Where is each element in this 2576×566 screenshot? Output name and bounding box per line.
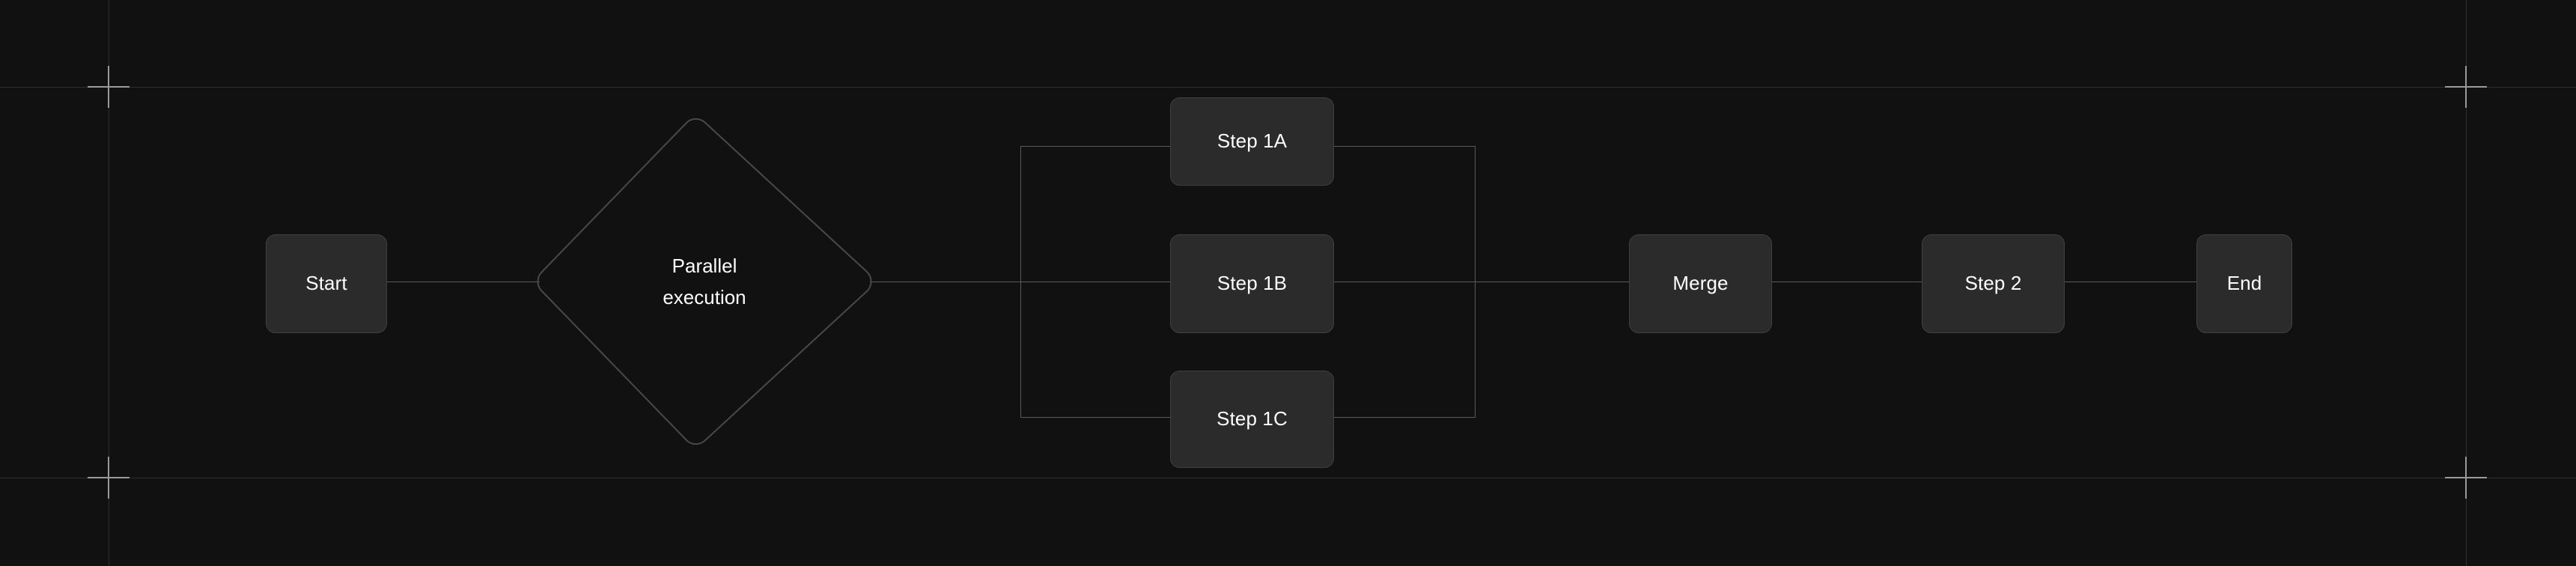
guide-line-vertical-right [2466, 0, 2467, 566]
edge-step1a-to-join [1334, 146, 1476, 147]
diamond-shape [537, 118, 872, 445]
guide-line-horizontal-top [0, 87, 2576, 88]
edge-step1c-to-join [1334, 417, 1476, 418]
node-end[interactable]: End [2196, 234, 2292, 333]
edge-fork-to-step1a [1020, 146, 1171, 147]
node-start-label: Start [305, 272, 347, 295]
edge-fork-to-step1c [1020, 417, 1171, 418]
edge-fork-bus-vertical [1020, 146, 1021, 418]
node-parallel-execution[interactable]: Parallel execution [537, 118, 872, 445]
node-start[interactable]: Start [266, 234, 387, 333]
node-end-label: End [2226, 272, 2262, 295]
node-step-1b-label: Step 1B [1217, 272, 1288, 295]
node-step-1a[interactable]: Step 1A [1170, 97, 1334, 186]
node-step-2-label: Step 2 [1964, 272, 2022, 295]
node-step-1a-label: Step 1A [1217, 130, 1288, 153]
node-step-1c-label: Step 1C [1217, 407, 1288, 430]
node-step-1c[interactable]: Step 1C [1170, 371, 1334, 468]
node-step-2[interactable]: Step 2 [1922, 234, 2065, 333]
node-step-1b[interactable]: Step 1B [1170, 234, 1334, 333]
node-merge[interactable]: Merge [1629, 234, 1772, 333]
node-merge-label: Merge [1672, 272, 1729, 295]
